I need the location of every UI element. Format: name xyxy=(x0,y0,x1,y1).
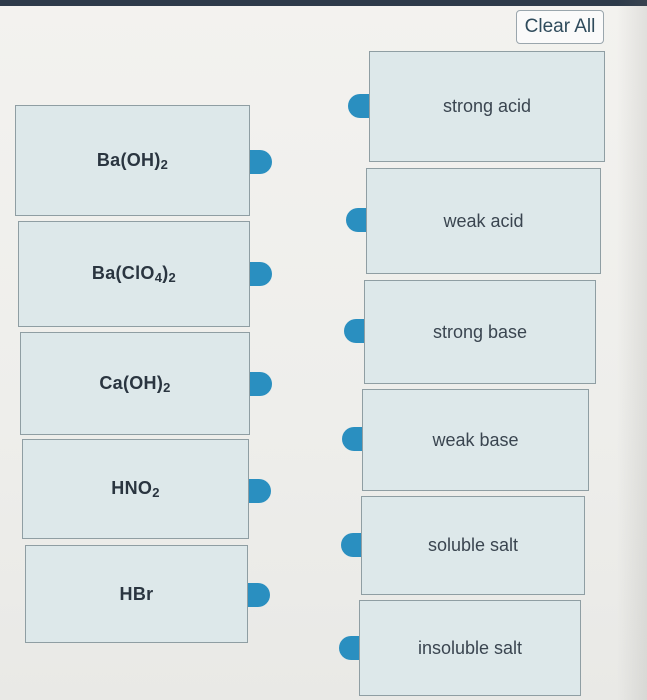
compound-formula: Ca(OH)2 xyxy=(99,372,171,395)
category-target-weak-acid[interactable]: weak acid xyxy=(366,168,601,274)
compound-card-baoh2[interactable]: Ba(OH)2 xyxy=(15,105,250,216)
compound-card-hno2[interactable]: HNO2 xyxy=(22,439,249,539)
right-edge-shadow xyxy=(617,0,647,700)
compound-connector-handle[interactable] xyxy=(248,583,270,607)
compound-connector-handle[interactable] xyxy=(250,372,272,396)
category-target-strong-base[interactable]: strong base xyxy=(364,280,596,384)
category-target-soluble-salt[interactable]: soluble salt xyxy=(361,496,585,595)
category-connector-socket[interactable] xyxy=(348,94,370,118)
category-label: insoluble salt xyxy=(417,637,523,658)
compound-connector-handle[interactable] xyxy=(250,150,272,174)
compound-card-hbr[interactable]: HBr xyxy=(25,545,248,643)
compound-formula: Ba(OH)2 xyxy=(96,149,169,172)
clear-all-button[interactable]: Clear All xyxy=(516,10,604,44)
category-connector-socket[interactable] xyxy=(339,636,361,660)
category-label: weak base xyxy=(432,429,519,450)
compound-card-caoh2[interactable]: Ca(OH)2 xyxy=(20,332,250,435)
compound-connector-handle[interactable] xyxy=(250,262,272,286)
category-target-strong-acid[interactable]: strong acid xyxy=(369,51,605,162)
category-target-weak-base[interactable]: weak base xyxy=(362,389,589,491)
category-label: strong base xyxy=(432,321,528,342)
category-label: strong acid xyxy=(442,96,532,116)
top-toolbar-edge xyxy=(0,0,647,6)
compound-connector-handle[interactable] xyxy=(249,479,271,503)
compound-card-baclo42[interactable]: Ba(ClO4)2 xyxy=(18,221,250,327)
compound-formula: Ba(ClO4)2 xyxy=(91,263,177,285)
compound-formula: HBr xyxy=(119,583,154,604)
category-connector-socket[interactable] xyxy=(341,533,363,557)
category-label: weak acid xyxy=(443,210,524,231)
category-target-insoluble-salt[interactable]: insoluble salt xyxy=(359,600,581,696)
compound-formula: HNO2 xyxy=(111,478,160,500)
category-label: soluble salt xyxy=(427,535,519,555)
category-connector-socket[interactable] xyxy=(346,208,368,232)
category-connector-socket[interactable] xyxy=(342,427,364,451)
category-connector-socket[interactable] xyxy=(344,319,366,343)
